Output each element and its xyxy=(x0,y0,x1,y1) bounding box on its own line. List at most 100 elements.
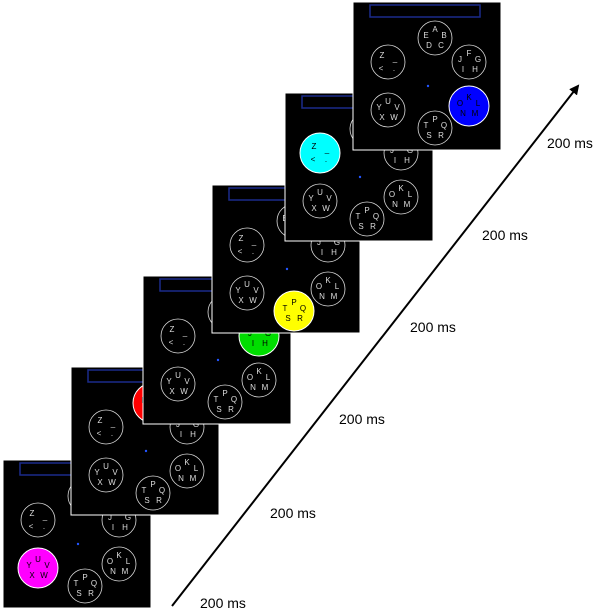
highlight-disc xyxy=(273,290,315,332)
ring-letter: O xyxy=(247,373,253,382)
ring-letter: M xyxy=(190,474,197,483)
ring-letter: T xyxy=(214,395,219,404)
ring-letter: G xyxy=(125,513,131,522)
ring-letter: Z xyxy=(170,325,175,334)
ring-letter: P xyxy=(150,480,155,489)
letter-ring xyxy=(370,92,406,128)
ring-letter: . xyxy=(183,338,185,347)
ring-letter: S xyxy=(285,314,290,323)
ring-letter: J xyxy=(108,513,112,522)
ring-letter: K xyxy=(116,551,122,560)
ring-letter: Z xyxy=(30,509,35,518)
ring-letter: G xyxy=(475,55,481,64)
ring-letter: H xyxy=(331,248,337,257)
ring-letter: L xyxy=(335,282,340,291)
ring-letter: F xyxy=(467,49,472,58)
letter-ring xyxy=(451,44,487,80)
ring-letter: M xyxy=(262,383,269,392)
ring-letter: S xyxy=(144,496,149,505)
ring-letter: N xyxy=(460,109,466,118)
ring-letter: N xyxy=(110,567,116,576)
ring-letter: G xyxy=(334,238,340,247)
ring-letter: < xyxy=(238,247,243,256)
letter-ring xyxy=(67,568,103,604)
ring-letter: Q xyxy=(231,395,237,404)
ring-letter: L xyxy=(408,190,413,199)
ring-letter: Y xyxy=(26,561,32,570)
ring-letter: Z xyxy=(239,234,244,243)
ring-letter: K xyxy=(466,93,472,102)
highlighted-letter-group: Z_.< xyxy=(299,132,341,174)
letter-ring xyxy=(241,362,277,398)
ring-letter: W xyxy=(390,113,398,122)
time-label: 200 ms xyxy=(410,319,456,335)
fixation-dot xyxy=(285,267,289,271)
letter-group: Z_.< xyxy=(20,502,56,538)
ring-letter: < xyxy=(379,64,384,73)
ring-letter: W xyxy=(180,387,188,396)
ring-letter: X xyxy=(238,296,244,305)
ring-letter: V xyxy=(184,377,190,386)
ring-letter: R xyxy=(438,131,444,140)
ring-letter: N xyxy=(392,200,398,209)
ring-letter: Q xyxy=(373,212,379,221)
ring-letter: O xyxy=(175,464,181,473)
ring-letter: < xyxy=(29,522,34,531)
ring-letter: Q xyxy=(159,486,165,495)
ring-letter: P xyxy=(291,298,296,307)
fixation-dot xyxy=(216,358,220,362)
letter-ring xyxy=(135,475,171,511)
ring-letter: W xyxy=(40,571,48,580)
ring-letter: M xyxy=(404,200,411,209)
ring-letter: M xyxy=(122,567,129,576)
ring-letter: L xyxy=(266,373,271,382)
text-input-box xyxy=(369,4,481,18)
highlight-disc xyxy=(448,85,490,127)
ring-letter: R xyxy=(297,314,303,323)
ring-letter: X xyxy=(29,571,35,580)
ring-letter: Z xyxy=(312,142,317,151)
ring-letter: T xyxy=(142,486,147,495)
ring-letter: P xyxy=(82,573,87,582)
ring-letter: P xyxy=(222,389,227,398)
ring-letter: P xyxy=(432,115,437,124)
ring-letter: Y xyxy=(235,286,241,295)
ring-letter: Y xyxy=(308,194,314,203)
ring-letter: T xyxy=(424,121,429,130)
letter-group: Z_.< xyxy=(88,409,124,445)
time-label: 200 ms xyxy=(200,595,246,610)
ring-letter: I xyxy=(462,65,464,74)
ring-letter: W xyxy=(322,204,330,213)
ring-letter: . xyxy=(325,155,327,164)
screen-panel xyxy=(352,1,502,151)
ring-letter: C xyxy=(438,41,444,50)
ring-letter: E xyxy=(423,31,428,40)
ring-letter: _ xyxy=(251,237,257,246)
ring-letter: S xyxy=(358,222,363,231)
ring-letter: T xyxy=(356,212,361,221)
ring-letter: W xyxy=(249,296,257,305)
ring-letter: X xyxy=(379,113,385,122)
stimulus-frames: ABCDEFGHIJKLMNOPQRSTUVWXYZ_.<ABCDEFGHIJK… xyxy=(2,1,502,609)
time-axis-arrow xyxy=(171,84,580,607)
ring-letter: _ xyxy=(110,419,116,428)
ring-letter: _ xyxy=(324,145,330,154)
ring-letter: Z xyxy=(380,51,385,60)
letter-group: Z_.< xyxy=(229,227,265,263)
letter-ring xyxy=(169,453,205,489)
ring-letter: O xyxy=(389,190,395,199)
letter-ring xyxy=(302,183,338,219)
